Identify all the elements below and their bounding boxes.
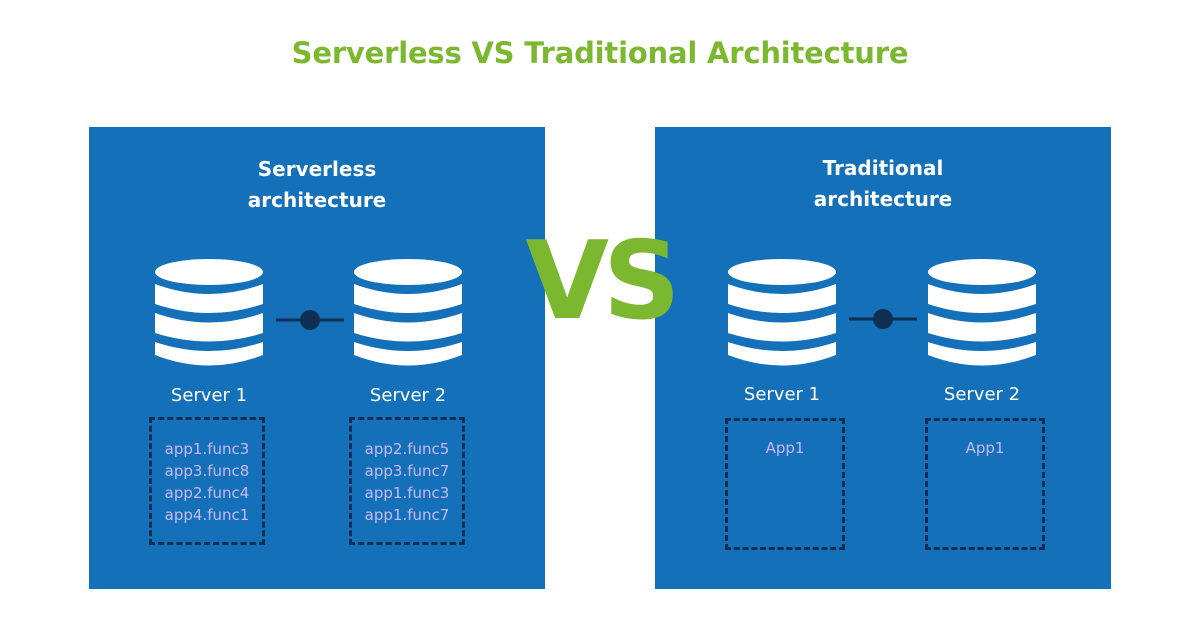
function-item: app3.func8: [164, 462, 250, 480]
panel-title-line: Traditional: [822, 156, 944, 180]
function-item: App1: [765, 439, 805, 457]
function-box: app1.func3 app3.func8 app2.func4 app4.func1: [149, 417, 265, 545]
function-item: app3.func7: [364, 462, 450, 480]
panel-title: Serverless architecture: [89, 154, 545, 216]
vs-text: VS: [525, 228, 674, 328]
traditional-panel: Traditional architecture Server 1 Server…: [655, 127, 1111, 589]
server-label: Server 1: [170, 385, 248, 406]
function-list: app2.func5 app3.func7 app1.func3 app1.func7: [352, 438, 462, 526]
panel-title-line: architecture: [247, 188, 387, 212]
function-item: app2.func5: [364, 440, 450, 458]
vs-badge: VS: [525, 228, 680, 328]
app-box: App1: [925, 418, 1045, 550]
server-connector: [849, 307, 917, 331]
database-icon: [154, 258, 264, 370]
function-item: app2.func4: [164, 484, 250, 502]
app-list: App1: [928, 437, 1042, 459]
serverless-panel: Serverless architecture Server 1 Server …: [89, 127, 545, 589]
server-label: Server 1: [743, 384, 821, 405]
app-list: App1: [728, 437, 842, 459]
function-item: app4.func1: [164, 506, 250, 524]
function-box: app2.func5 app3.func7 app1.func3 app1.func7: [349, 417, 465, 545]
server-connector: [276, 308, 344, 332]
function-item: app1.func3: [364, 484, 450, 502]
database-icon: [927, 258, 1037, 370]
function-item: App1: [965, 439, 1005, 457]
function-list: app1.func3 app3.func8 app2.func4 app4.func1: [152, 438, 262, 526]
panel-title-line: Serverless: [257, 157, 377, 181]
server-label: Server 2: [943, 384, 1021, 405]
server-label: Server 2: [369, 385, 447, 406]
panel-title-line: architecture: [813, 187, 953, 211]
function-item: app1.func7: [364, 506, 450, 524]
app-box: App1: [725, 418, 845, 550]
diagram-title: Serverless VS Traditional Architecture: [291, 36, 909, 70]
database-icon: [353, 258, 463, 370]
function-item: app1.func3: [164, 440, 250, 458]
database-icon: [727, 258, 837, 370]
panel-title: Traditional architecture: [655, 153, 1111, 215]
